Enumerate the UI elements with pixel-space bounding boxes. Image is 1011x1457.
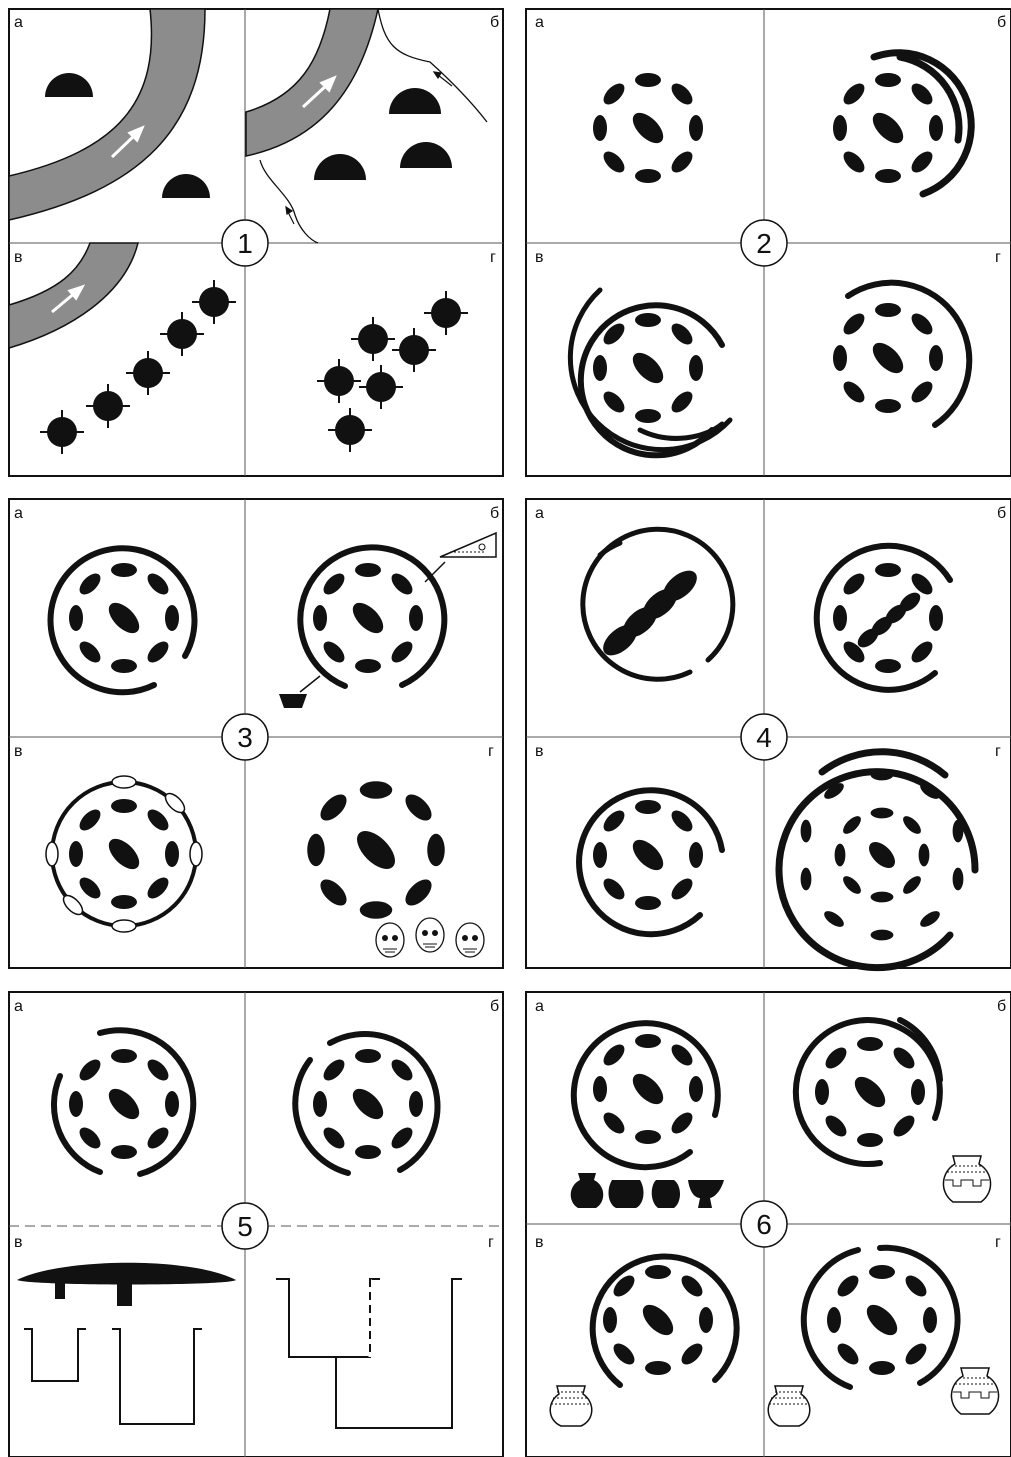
quadrant-label-a: а [14,14,23,31]
panel-number: 3 [237,722,253,753]
vessel-icon [550,1386,592,1426]
kurgan-mound-icon [392,328,436,372]
quadrant-label-v: в [535,743,544,760]
panel-number: 5 [237,1211,253,1242]
kurgan-mound-icon [40,410,84,454]
kurgan-mound-icon [160,312,204,356]
quadrant-label-b: б [490,998,499,1015]
quadrant-label-v: в [14,1234,23,1251]
quadrant-label-g: г [995,249,1001,266]
quadrant-label-b: б [997,505,1006,522]
kurgan-mound-icon [126,351,170,395]
quadrant-label-b: б [997,14,1006,31]
panel-number: 2 [756,228,772,259]
burial-pit-icon [55,1282,65,1299]
panel-number: 1 [237,228,253,259]
vessel-icon [571,1173,724,1208]
kurgan-mound-icon [328,408,372,452]
panel-2: а б в г 2 [526,9,1011,476]
burial-pit-icon [276,1279,380,1357]
kurgan-ditch [848,283,969,425]
panel-number: 4 [756,722,772,753]
stone-ring-icon [69,563,179,673]
vessel-icon [768,1386,810,1426]
kurgan-mound-icon [359,365,403,409]
kurgan-mound-icon [389,88,441,114]
stone-ring-icon [815,1037,925,1147]
vessel-icon [951,1368,998,1414]
kurgan-mound-icon [400,142,452,168]
vessel-icon [943,1156,990,1202]
quadrant-label-v: в [535,1234,544,1251]
panel-3: а б в г 3 [9,499,503,968]
stone-ring-icon [313,563,423,673]
quadrant-label-a: а [535,505,544,522]
panel-number: 6 [756,1209,772,1240]
skull-icon [376,923,404,957]
quadrant-label-a: а [14,505,23,522]
kurgan-mound-icon [314,154,366,180]
stone-ring-icon [603,1265,713,1375]
kurgan-mound-icon [351,317,395,361]
panel-4: а б в г 4 [526,499,1011,968]
quadrant-label-b: б [997,998,1006,1015]
panel-1: а б в г 1 [9,9,503,476]
ruler-icon [440,533,496,557]
kurgan-mound-icon [17,1263,236,1285]
quadrant-label-g: г [490,249,496,266]
kurgan-mound-icon [86,384,130,428]
stone-ring-icon [827,1265,937,1375]
stone-ring-icon [593,313,703,423]
quadrant-label-g: г [995,1234,1001,1251]
burial-pit-icon [112,1329,202,1424]
quadrant-label-v: в [14,743,23,760]
stone-ring-icon [833,73,943,183]
quadrant-label-b: б [490,505,499,522]
quadrant-label-v: в [535,249,544,266]
skull-icon [456,923,484,957]
stone-ring-icon [833,563,943,673]
kurgan-mound-icon [45,73,93,97]
stone-ring-icon [307,781,445,919]
burial-pit-icon [117,1282,132,1306]
burial-group [598,565,703,662]
quadrant-label-v: в [14,249,23,266]
quadrant-label-a: а [535,998,544,1015]
stone-ring-icon [593,1034,703,1144]
panel-6: а б в г 6 [526,992,1011,1457]
bowl-icon [279,694,307,708]
quadrant-label-g: г [488,743,494,760]
stone-ring-icon [833,303,943,413]
quadrant-label-a: а [535,14,544,31]
burial-pit-icon [24,1329,86,1381]
stone-ring-icon [593,800,703,910]
stone-ring-icon [313,1049,423,1159]
quadrant-label-a: а [14,998,23,1015]
kurgan-mound-icon [162,174,210,198]
river-icon [246,9,378,156]
kurgan-ditch [54,1076,100,1172]
quadrant-label-g: г [488,1234,494,1251]
skull-icon [416,918,444,952]
kurgan-mound-icon [192,280,236,324]
kurgan-mound-icon [424,291,468,335]
stream-line [260,160,318,243]
stone-ring-icon [69,1049,179,1159]
quadrant-label-g: г [995,743,1001,760]
stone-ring-icon [593,73,703,183]
burial-pit-icon [336,1279,462,1428]
panel-5: а б в г 5 [9,992,503,1457]
kurgan-mound-icon [317,359,361,403]
stone-ring-icon [69,799,179,909]
quadrant-label-b: б [490,14,499,31]
